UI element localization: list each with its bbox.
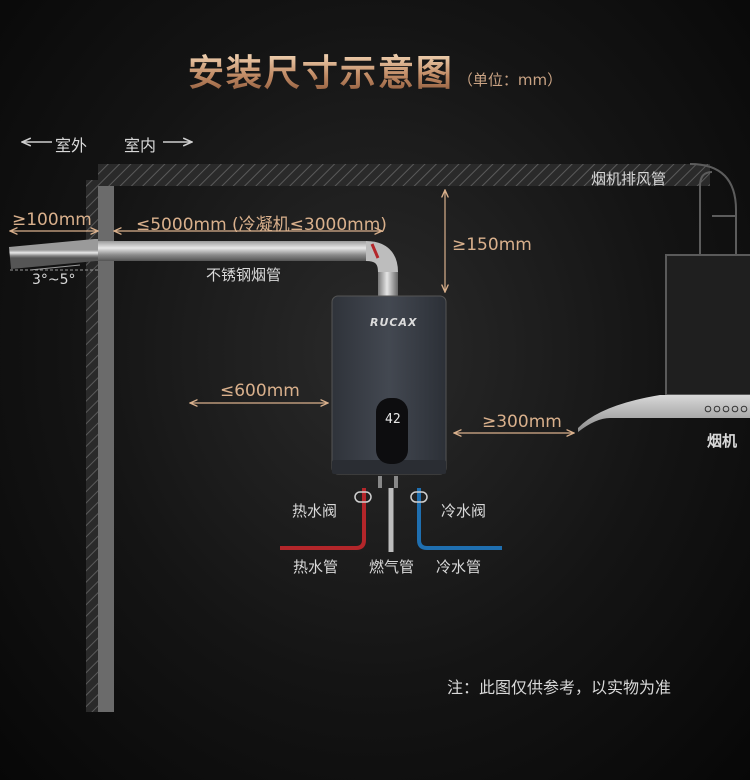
flue-pipe [8, 239, 398, 296]
range-hood-label: 烟机 [707, 432, 738, 450]
indoor-label: 室内 [124, 136, 157, 155]
page-title: 安装尺寸示意图 [187, 53, 454, 94]
display-temperature: 42 [385, 412, 401, 427]
brand-logo: RUCAX [370, 316, 418, 329]
disclaimer-note: 注：此图仅供参考，以实物为准 [447, 678, 672, 697]
slope-angle [29, 264, 81, 271]
hot-valve-label: 热水阀 [292, 502, 338, 520]
flue-pipe-label: 不锈钢烟管 [206, 266, 282, 284]
exhaust-duct-label: 烟机排风管 [591, 170, 667, 188]
dim-wall-distance: ≤600mm [220, 381, 300, 401]
slope-label: 3°~5° [32, 272, 76, 288]
dim-ceiling-gap: ≥150mm [452, 235, 532, 255]
dim-outside-extension: ≥100mm [12, 210, 92, 230]
outdoor-label: 室外 [55, 136, 88, 155]
dim-flue-length: ≤5000mm (冷凝机≤3000mm) [136, 215, 387, 235]
unit-note: （单位：mm） [457, 71, 563, 89]
dim-hood-distance: ≥300mm [482, 412, 562, 432]
exhaust-duct [689, 163, 737, 255]
pipes [280, 488, 502, 552]
cold-valve-label: 冷水阀 [441, 502, 487, 520]
wall [86, 180, 114, 712]
hot-pipe-label: 热水管 [293, 558, 339, 576]
water-heater [331, 295, 447, 488]
title-row: 安装尺寸示意图（单位：mm） [0, 44, 750, 96]
cold-pipe-label: 冷水管 [436, 558, 482, 576]
range-hood [578, 254, 750, 432]
gas-pipe-label: 燃气管 [369, 558, 415, 576]
ceiling [98, 164, 710, 186]
